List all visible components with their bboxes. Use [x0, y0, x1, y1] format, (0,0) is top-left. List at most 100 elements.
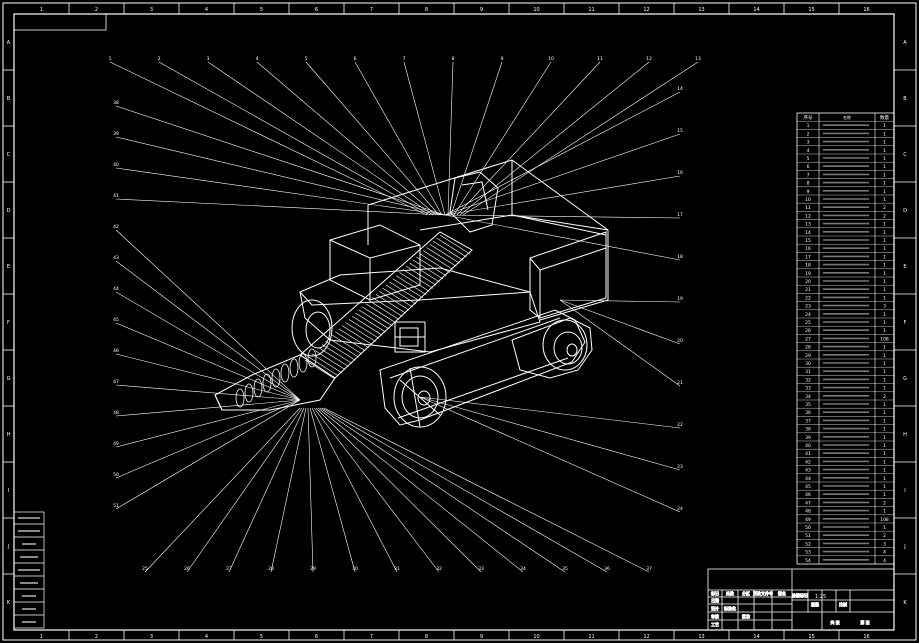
column-marker: 13 — [698, 634, 704, 640]
bom-item-number: 41 — [805, 451, 811, 457]
callout-number: 36 — [604, 566, 610, 572]
callout-number: 18 — [677, 254, 683, 260]
bom-item-quantity: 1 — [883, 238, 886, 244]
bom-item-number: 34 — [805, 394, 811, 400]
bom-item-quantity: 4 — [883, 558, 886, 564]
bom-item-number: 44 — [805, 476, 811, 482]
bom-item-quantity: 108 — [880, 336, 889, 342]
bom-item-quantity: 3 — [883, 541, 886, 547]
callout-number: 2 — [158, 56, 161, 62]
bom-item-quantity: 1 — [883, 279, 886, 285]
bom-item-quantity: 1 — [883, 131, 886, 137]
callout-number: 22 — [677, 422, 683, 428]
row-marker: H — [7, 432, 11, 438]
bom-item-number: 12 — [805, 213, 811, 219]
row-marker: C — [903, 152, 907, 158]
bom-item-number: 8 — [807, 181, 810, 187]
bom-item-number: 49 — [805, 517, 811, 523]
callout-number: 25 — [142, 566, 148, 572]
bom-item-number: 37 — [805, 418, 811, 424]
bom-item-number: 36 — [805, 410, 811, 416]
bom-item-number: 43 — [805, 468, 811, 474]
column-marker: 16 — [863, 634, 869, 640]
bom-item-quantity: 4 — [883, 550, 886, 556]
bom-item-number: 48 — [805, 509, 811, 515]
column-marker: 3 — [150, 634, 153, 640]
bom-item-number: 47 — [805, 500, 811, 506]
left-info-strip — [13, 511, 45, 629]
title-block-cell-label: 共 张 — [830, 619, 839, 625]
bom-item-number: 39 — [805, 435, 811, 441]
callout-number: 14 — [677, 86, 683, 92]
bom-item-quantity: 1 — [883, 312, 886, 318]
column-marker: 8 — [425, 7, 428, 13]
bom-item-number: 3 — [807, 140, 810, 146]
engine-box — [329, 224, 421, 301]
row-marker: A — [903, 40, 907, 46]
bom-item-quantity: 1 — [883, 476, 886, 482]
bom-item-quantity: 1 — [883, 418, 886, 424]
callout-number: 19 — [677, 296, 683, 302]
callout-number: 42 — [113, 224, 119, 230]
callout-number: 12 — [646, 56, 652, 62]
bom-item-quantity: 1 — [883, 123, 886, 129]
bom-item-number: 35 — [805, 402, 811, 408]
bom-item-number: 18 — [805, 263, 811, 269]
bom-item-number: 24 — [805, 312, 811, 318]
callout-number: 29 — [310, 566, 316, 572]
bom-item-number: 9 — [807, 189, 810, 195]
bom-item-quantity: 1 — [883, 459, 886, 465]
callout-number: 41 — [113, 193, 119, 199]
callout-number: 17 — [677, 212, 683, 218]
callout-number: 15 — [677, 128, 683, 134]
part-leader-lines — [109, 61, 699, 573]
callout-number: 20 — [677, 338, 683, 344]
bom-item-quantity: 1 — [883, 484, 886, 490]
bom-item-number: 4 — [807, 148, 810, 154]
callout-number: 40 — [113, 162, 119, 168]
row-marker: K — [7, 600, 11, 606]
title-block-cell-label: 阶段标记 — [792, 592, 808, 598]
callout-number: 50 — [113, 472, 119, 478]
bom-item-number: 19 — [805, 271, 811, 277]
callout-number: 8 — [452, 56, 455, 62]
column-marker: 2 — [95, 7, 98, 13]
column-marker: 12 — [643, 7, 649, 13]
bom-item-number: 20 — [805, 279, 811, 285]
bom-item-number: 17 — [805, 254, 811, 260]
callout-number: 44 — [113, 286, 119, 292]
bom-item-quantity: 108 — [880, 517, 889, 523]
bom-item-number: 30 — [805, 361, 811, 367]
bom-item-quantity: 2 — [883, 533, 886, 539]
column-marker: 9 — [480, 634, 483, 640]
bom-item-quantity: 1 — [883, 386, 886, 392]
callout-number: 6 — [354, 56, 357, 62]
cutter-head — [214, 348, 336, 411]
callout-number: 30 — [352, 566, 358, 572]
column-marker: 10 — [533, 7, 539, 13]
bom-item-number: 45 — [805, 484, 811, 490]
chassis-body — [299, 267, 541, 353]
bom-item-number: 21 — [805, 287, 811, 293]
column-marker: 15 — [808, 7, 814, 13]
bom-item-quantity: 1 — [883, 427, 886, 433]
title-block: 1:25 标记处数分区更改文件号签名日期设计标准化审核工艺批准阶段标记重量比例共… — [707, 568, 895, 631]
row-marker: D — [903, 208, 907, 214]
bom-item-quantity: 1 — [883, 254, 886, 260]
bom-item-quantity: 1 — [883, 468, 886, 474]
column-marker: 6 — [315, 7, 318, 13]
callout-number: 34 — [520, 566, 526, 572]
column-marker: 8 — [425, 634, 428, 640]
callout-number: 10 — [548, 56, 554, 62]
column-marker: 4 — [205, 7, 208, 13]
callout-number: 38 — [113, 100, 119, 106]
bom-item-quantity: 1 — [883, 181, 886, 187]
title-block-cell-label: 分区 — [742, 590, 750, 596]
digging-boom — [299, 231, 473, 380]
row-marker: I — [8, 488, 9, 494]
